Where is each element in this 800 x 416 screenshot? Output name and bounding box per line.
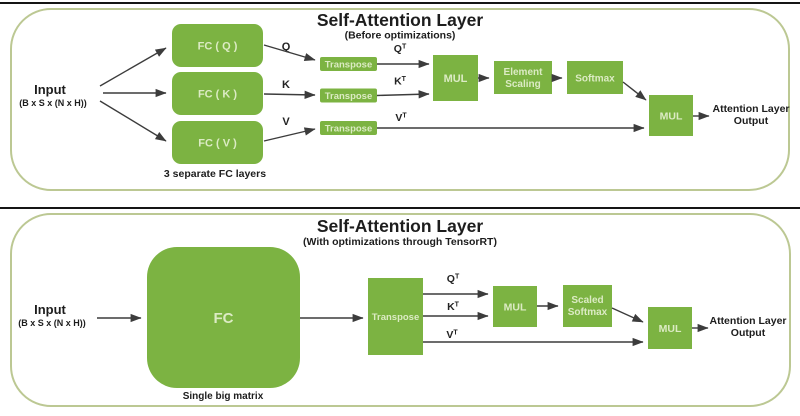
fc-q-label: FC ( Q ) [198, 41, 238, 53]
edge-label-v: V [282, 116, 290, 128]
after-fc-caption: Single big matrix [183, 391, 264, 402]
before-subtitle: (Before optimizations) [345, 30, 456, 42]
element-scaling-label-line1: Element [504, 67, 544, 78]
transpose-k-label: Transpose [325, 91, 373, 102]
after-transpose-label: Transpose [372, 312, 420, 323]
before-mul2-label: MUL [660, 111, 683, 123]
before-panel-frame [10, 8, 790, 191]
transpose-v-label: Transpose [325, 124, 373, 135]
after-title: Self-Attention Layer [317, 216, 483, 236]
figure-separator-middle [0, 207, 800, 209]
fc-big-box [147, 247, 300, 388]
arrow-input-to-fcv [99, 100, 167, 142]
edge-label-q: Q [282, 41, 291, 53]
arrow-kt-to-mul [376, 90, 430, 99]
before-input-dims: (B x S x (N x H)) [19, 98, 87, 108]
arrow-fck-to-transpose [263, 90, 316, 99]
after-mul2-label: MUL [659, 323, 682, 335]
arrow-softmax-to-mul2 [622, 81, 647, 101]
before-output-line1: Attention Layer [712, 103, 789, 115]
after-edge-label-qt: QT [447, 273, 460, 285]
fc-big-label: FC [214, 310, 234, 327]
after-transpose-box [368, 278, 423, 355]
after-output-line2: Output [731, 327, 766, 339]
transpose-q-label: Transpose [325, 60, 373, 71]
after-mul1-label: MUL [504, 302, 527, 314]
arrow-input-to-fcq [99, 47, 167, 87]
panel-after: Self-Attention Layer (With optimizations… [10, 213, 791, 407]
arrow-fcq-to-transpose [263, 44, 316, 62]
after-edge-label-kt: KT [447, 301, 460, 313]
after-edge-label-vt: VT [446, 329, 458, 341]
before-input-label: Input [34, 82, 66, 97]
before-mul1-box [433, 55, 478, 101]
before-mul1-label: MUL [444, 73, 468, 85]
fc-v-box [172, 121, 263, 164]
scaled-softmax-box [563, 285, 612, 327]
arrow-scaled-softmax-to-mul2 [611, 307, 644, 323]
transpose-q-box [320, 57, 377, 71]
after-panel-frame [10, 213, 791, 407]
after-input-label: Input [34, 302, 66, 317]
arrow-fcv-to-transpose [263, 127, 316, 142]
edge-label-k: K [282, 79, 290, 91]
fc-k-box [172, 72, 263, 115]
after-mul1-box [493, 286, 537, 327]
transpose-v-box [320, 121, 377, 135]
element-scaling-box [494, 61, 552, 94]
figure-separator-top [0, 2, 800, 4]
fc-v-label: FC ( V ) [198, 138, 237, 150]
after-subtitle: (With optimizations through TensorRT) [303, 236, 497, 248]
transpose-k-box [320, 88, 377, 103]
scaled-softmax-label-line2: Softmax [568, 307, 608, 318]
after-mul2-box [648, 307, 692, 349]
edge-label-vt: VT [395, 112, 407, 124]
before-title: Self-Attention Layer [317, 10, 483, 30]
before-output-line2: Output [734, 115, 769, 127]
element-scaling-label-line2: Scaling [505, 79, 541, 90]
edge-label-qt: QT [394, 43, 407, 55]
fc-k-label: FC ( K ) [198, 89, 237, 101]
softmax-box [567, 61, 623, 94]
scaled-softmax-label-line1: Scaled [571, 295, 603, 306]
softmax-label: Softmax [575, 74, 615, 85]
edge-label-kt: KT [394, 76, 407, 88]
before-fc-caption: 3 separate FC layers [164, 168, 266, 180]
fc-q-box [172, 24, 263, 67]
after-output-line1: Attention Layer [709, 315, 786, 327]
after-input-dims: (B x S x (N x H)) [18, 318, 86, 328]
before-mul2-box [649, 95, 693, 136]
panel-before: Self-Attention Layer (Before optimizatio… [10, 8, 790, 191]
